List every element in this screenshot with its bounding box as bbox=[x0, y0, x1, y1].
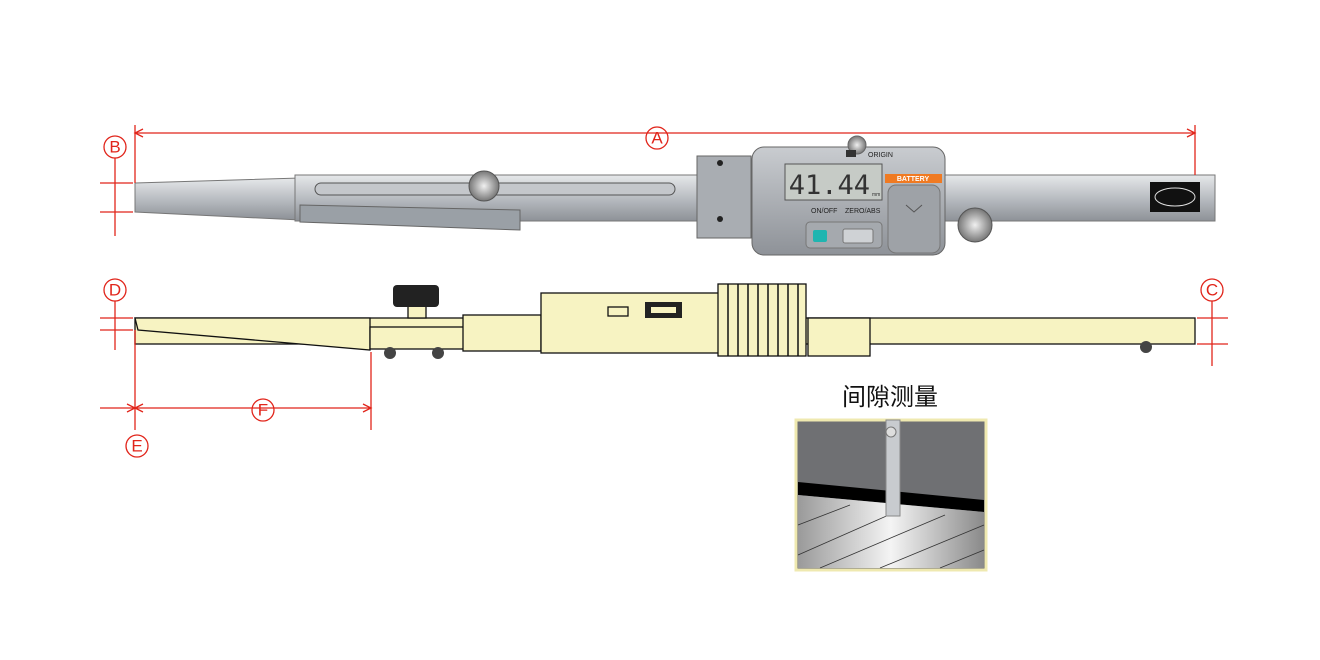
drawing-foot bbox=[384, 347, 396, 359]
head-block bbox=[696, 155, 752, 239]
display-unit: mm bbox=[872, 192, 880, 198]
battery-label: BATTERY bbox=[897, 176, 930, 183]
inset-caption: 间隙测量 bbox=[842, 383, 938, 411]
drawing-head bbox=[540, 292, 722, 354]
origin-label: ORIGIN bbox=[868, 152, 893, 159]
dimension-b-label: B bbox=[109, 138, 120, 157]
arrow-down-icon bbox=[905, 204, 923, 213]
battery-cover[interactable] bbox=[887, 184, 941, 254]
drawing-clamp bbox=[369, 326, 466, 350]
dimension-c-label: C bbox=[1206, 281, 1218, 300]
dimension-d-label: D bbox=[109, 281, 121, 300]
drawing-foot bbox=[432, 347, 444, 359]
origin-switch[interactable] bbox=[846, 150, 856, 157]
dimension-lines: A B D C F E bbox=[100, 125, 1228, 458]
brand-logo bbox=[1150, 182, 1200, 212]
drawing-slider bbox=[462, 314, 542, 352]
on-off-button[interactable] bbox=[813, 230, 827, 242]
dimension-e-label: E bbox=[131, 437, 142, 456]
origin-knob[interactable] bbox=[847, 135, 867, 155]
caliper-photo: ORIGIN 41.44 mm BATTERY ON/OFF ZERO/ABS bbox=[134, 135, 1216, 256]
drawing-grip-ridges bbox=[727, 284, 799, 356]
drawing-slider-knob[interactable] bbox=[393, 285, 439, 307]
fine-adjust-knob[interactable] bbox=[957, 207, 993, 243]
caliper-drawing bbox=[134, 283, 1196, 359]
measuring-blade bbox=[134, 177, 301, 221]
drawing-foot bbox=[1140, 341, 1152, 353]
zero-abs-button[interactable] bbox=[842, 228, 874, 244]
dimension-f-label: F bbox=[258, 401, 268, 420]
zero-abs-label: ZERO/ABS bbox=[845, 208, 881, 215]
display-value: 41.44 bbox=[789, 170, 870, 201]
slider-knob[interactable] bbox=[468, 170, 500, 202]
screw-icon bbox=[717, 216, 723, 222]
brand-logo-emblem bbox=[1154, 187, 1196, 207]
drawing-blade bbox=[134, 317, 371, 351]
battery-label-bg bbox=[885, 174, 942, 183]
drawing-fine-knob bbox=[807, 317, 871, 357]
lower-blade bbox=[299, 204, 521, 231]
drawing-window bbox=[607, 306, 629, 317]
gap-measurement-inset: 间隙测量 bbox=[794, 383, 988, 572]
on-off-label: ON/OFF bbox=[811, 208, 837, 215]
screw-icon bbox=[717, 160, 723, 166]
drawing-battery-cover bbox=[717, 283, 807, 357]
dimension-a-label: A bbox=[651, 129, 663, 148]
lcd-screen bbox=[784, 163, 883, 201]
